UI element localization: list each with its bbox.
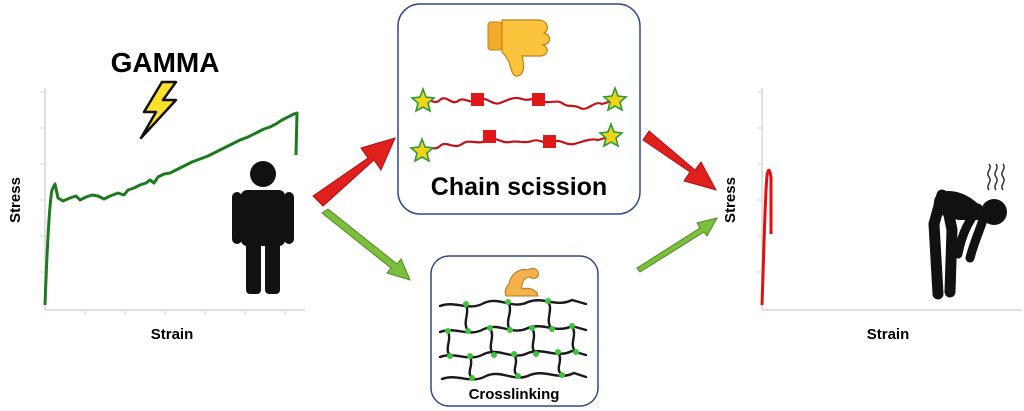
left-x-axis-label: Strain [151,326,194,343]
polymer-chain-top [422,96,616,110]
chain-scission-panel: Chain scission [397,3,641,215]
polymer-chain-bottom [421,134,613,151]
gamma-title: GAMMA [111,47,220,78]
chain-segment-marker [532,93,545,106]
left-stress-strain-plot: Stress Strain [7,88,305,343]
crosslinking-panel: Crosslinking [430,255,599,407]
left-x-ticks [84,310,286,315]
right-stress-strain-plot: Stress Strain [722,88,1022,343]
chain-end-star [409,136,435,163]
steam-icon [987,163,1005,191]
ductile-stress-strain-curve [43,111,299,306]
left-y-ticks [40,91,45,273]
flexed-biceps-icon [504,267,539,297]
arrow-from-chain-scission [642,130,717,191]
right-y-ticks [757,91,762,273]
lightning-bolt-icon [139,80,178,140]
arrow-to-chain-scission [312,137,396,207]
arrow-from-crosslinking [636,217,718,273]
crosslink-nodes [445,298,579,381]
chain-segment-marker [471,93,484,106]
left-y-axis-label: Stress [7,177,24,223]
brittle-stress-strain-curve [760,168,773,306]
crosslinking-label: Crosslinking [469,386,560,403]
chain-segment-marker [543,135,556,148]
chain-end-star [598,121,624,148]
chain-scission-label: Chain scission [431,173,607,201]
chain-segment-marker [483,130,496,143]
right-y-axis-label: Stress [722,177,739,223]
thumbs-down-icon [487,19,551,77]
exhausted-person-icon [928,189,1007,300]
arrow-to-crosslinking [321,208,411,281]
standing-person-icon [232,161,294,294]
right-x-axis-label: Strain [867,326,910,343]
chain-end-star [410,86,436,113]
chain-end-star [602,85,628,112]
